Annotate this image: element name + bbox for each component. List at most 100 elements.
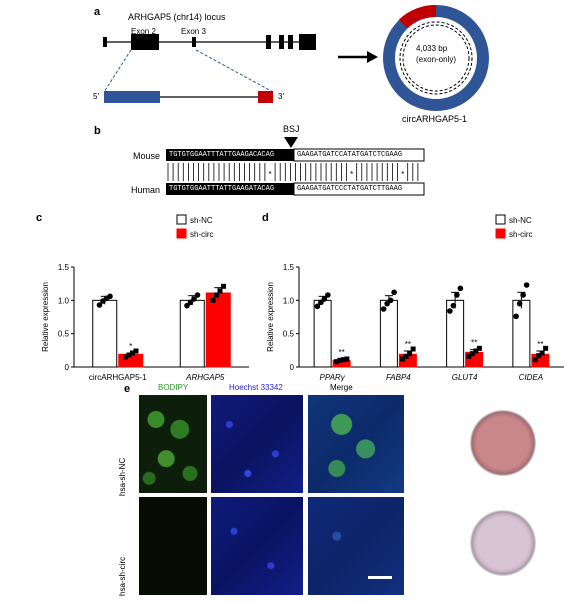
data-point — [194, 292, 201, 298]
col-title-bodipy: BODIPY — [158, 383, 189, 392]
dashed-connector-left — [103, 49, 132, 93]
mouse-left-box — [166, 149, 294, 161]
panel-label-a: a — [94, 6, 101, 18]
dish-oil-red-circ — [470, 510, 536, 576]
y-tick-label: 0 — [65, 363, 70, 372]
legend-label: sh-circ — [190, 230, 214, 239]
y-tick-label: 1.0 — [58, 296, 70, 305]
human-seq-left: TGTGTGGAATTTATTGAAGATACAG — [169, 185, 275, 193]
data-point — [476, 345, 482, 351]
data-point — [221, 283, 226, 289]
data-point — [457, 285, 464, 292]
bar-sh-NC — [313, 299, 332, 368]
locus-diagram — [103, 4, 489, 111]
data-point — [130, 350, 135, 356]
panel-label-d: d — [262, 212, 269, 224]
three-prime-label: 3′ — [278, 92, 284, 101]
significance-mark: ** — [339, 348, 345, 357]
mismatch-star: * — [269, 170, 272, 179]
alignment-diagram: * * * — [166, 137, 425, 196]
data-point — [210, 297, 216, 303]
data-point — [384, 300, 390, 307]
mouse-seq-right: GAAGATGATCCATATGATCTCGAAG — [297, 151, 403, 159]
x-tick-label: FABP4 — [386, 373, 411, 382]
bar-sh-circ — [205, 292, 231, 368]
data-point — [333, 359, 339, 365]
data-point — [325, 292, 331, 298]
data-point — [450, 302, 457, 309]
dish-oil-red-nc — [470, 410, 536, 476]
circrna-ring — [383, 5, 489, 111]
exon3-label: Exon 3 — [181, 27, 206, 36]
locus-title: ARHGAP5 (chr14) locus — [128, 12, 226, 22]
human-right-box — [293, 182, 425, 196]
data-point — [387, 297, 394, 304]
bar-sh-NC — [179, 299, 205, 368]
image-hoechst-circ — [211, 497, 303, 595]
data-point — [126, 352, 132, 358]
col-title-merge: Merge — [330, 383, 353, 392]
data-point — [321, 296, 328, 302]
data-point — [107, 293, 113, 300]
significance-mark: ** — [405, 340, 411, 349]
data-point — [539, 350, 545, 356]
bar-sh-NC — [512, 299, 531, 368]
spliced-exon-blue — [104, 91, 160, 103]
data-point — [337, 357, 343, 363]
data-point — [340, 357, 346, 363]
image-merge-circ — [308, 497, 404, 595]
circle-name: circARHGAP5-1 — [402, 114, 468, 124]
y-axis-label: Relative expression — [266, 282, 275, 352]
data-point — [184, 302, 190, 309]
x-tick-label: circARHGAP5-1 — [89, 373, 147, 382]
circrna-inner-dashed-2 — [402, 24, 470, 92]
data-point — [532, 357, 538, 363]
col-title-hoechst: Hoechst 33342 — [229, 383, 283, 392]
significance-mark: ** — [471, 339, 477, 348]
panel-label-e: e — [124, 383, 131, 395]
data-point — [187, 299, 194, 306]
data-point — [536, 353, 542, 359]
panel-label-b: b — [94, 125, 101, 137]
exon2-block — [131, 34, 159, 50]
legend-swatch — [495, 214, 506, 225]
y-axis-label: Relative expression — [41, 282, 50, 352]
data-point — [410, 346, 416, 352]
exon-block-7 — [299, 34, 316, 50]
dashed-connector-right — [195, 49, 274, 93]
scale-bar — [368, 576, 392, 579]
circle-size: 4,033 bp — [416, 44, 448, 53]
mouse-right-box — [293, 148, 425, 162]
mismatch-star: * — [401, 170, 404, 179]
data-point — [380, 306, 387, 312]
significance-mark: * — [129, 342, 132, 351]
data-point — [400, 356, 406, 362]
panel-label-c: c — [36, 212, 43, 224]
y-tick-label: 1.5 — [283, 263, 295, 272]
data-point — [523, 282, 530, 288]
mouse-label: Mouse — [133, 151, 161, 161]
data-point — [466, 353, 472, 359]
human-seq-right: GAAGATGATCCCTATGATCTTGAAG — [297, 185, 403, 193]
y-tick-label: 0.5 — [283, 330, 295, 339]
exon3-block — [192, 37, 196, 47]
circrna-inner-dashed — [399, 21, 473, 95]
data-point — [191, 296, 197, 302]
bar-sh-NC — [92, 299, 118, 368]
data-point — [133, 348, 139, 354]
legend-swatch — [176, 214, 187, 225]
circrna-junction-segment — [398, 4, 437, 29]
y-tick-label: 0 — [290, 363, 295, 372]
image-bodipy-circ — [139, 497, 207, 595]
mismatch-star: * — [350, 170, 353, 179]
five-prime-label: 5′ — [93, 92, 99, 101]
exon-block-5 — [279, 35, 284, 49]
legend-label: sh-NC — [190, 216, 213, 225]
image-merge-nc — [308, 395, 404, 493]
data-point — [407, 351, 413, 357]
spliced-exon-red — [258, 91, 273, 103]
match-lines: * * * — [167, 163, 419, 181]
exon-block-1 — [103, 37, 107, 47]
